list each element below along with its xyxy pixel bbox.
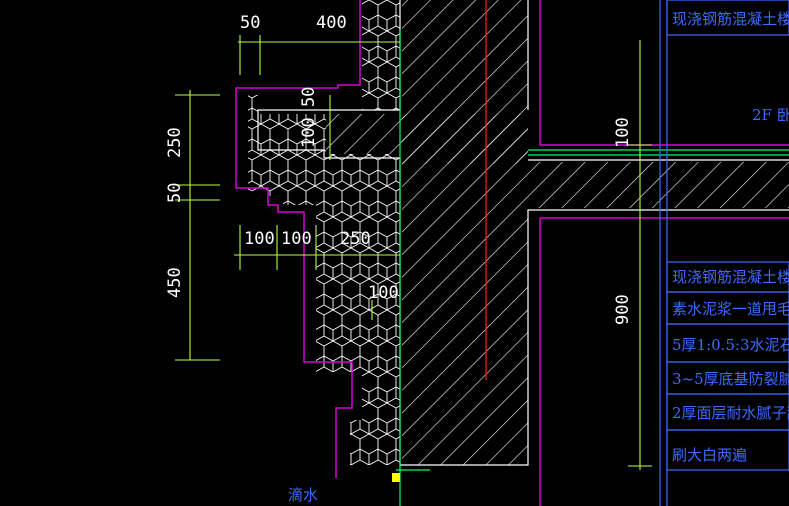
- dim-450: 450: [165, 267, 185, 298]
- dim-900: 900: [613, 294, 633, 325]
- dim-50-top: 50: [240, 13, 260, 33]
- room-label: 2F 卧室: [752, 106, 789, 124]
- note-line-4: 3~5厚底基防裂腻子分遍找平: [672, 370, 789, 388]
- drip-label: 滴水: [288, 486, 318, 504]
- dimension-lines: [175, 35, 652, 470]
- note-line-3: 5厚1:0.5:3水泥石灰膏砂浆: [672, 336, 789, 354]
- concrete-wall: [326, 0, 789, 465]
- dim-50-left: 50: [165, 183, 185, 203]
- dim-400: 400: [316, 13, 347, 33]
- notes-frame: [659, 0, 789, 506]
- note-line-6: 刷大白两遍: [672, 446, 747, 464]
- dim-100-mid: 100: [368, 283, 399, 303]
- note-line-5: 2厚面层耐水腻子刮平: [672, 404, 789, 422]
- structure-lines: [257, 0, 789, 466]
- yellow-marker[interactable]: [392, 473, 400, 482]
- note-line-1: 现浇钢筋混凝土楼板: [672, 268, 789, 286]
- outline-profile: [235, 0, 789, 506]
- insulation-layer: [248, 0, 400, 465]
- dim-100-a: 100: [244, 229, 275, 249]
- note-line-2: 素水泥浆一道甩毛(内掺建筑胶): [672, 300, 789, 318]
- dim-250-mid: 250: [340, 229, 371, 249]
- note-top: 现浇钢筋混凝土楼板: [672, 10, 789, 28]
- dim-100-b: 100: [281, 229, 312, 249]
- dim-100-50: 100 50: [299, 87, 319, 148]
- dim-100-right: 100: [613, 117, 633, 148]
- dim-250-left: 250: [165, 127, 185, 158]
- grid-lines: [396, 30, 789, 506]
